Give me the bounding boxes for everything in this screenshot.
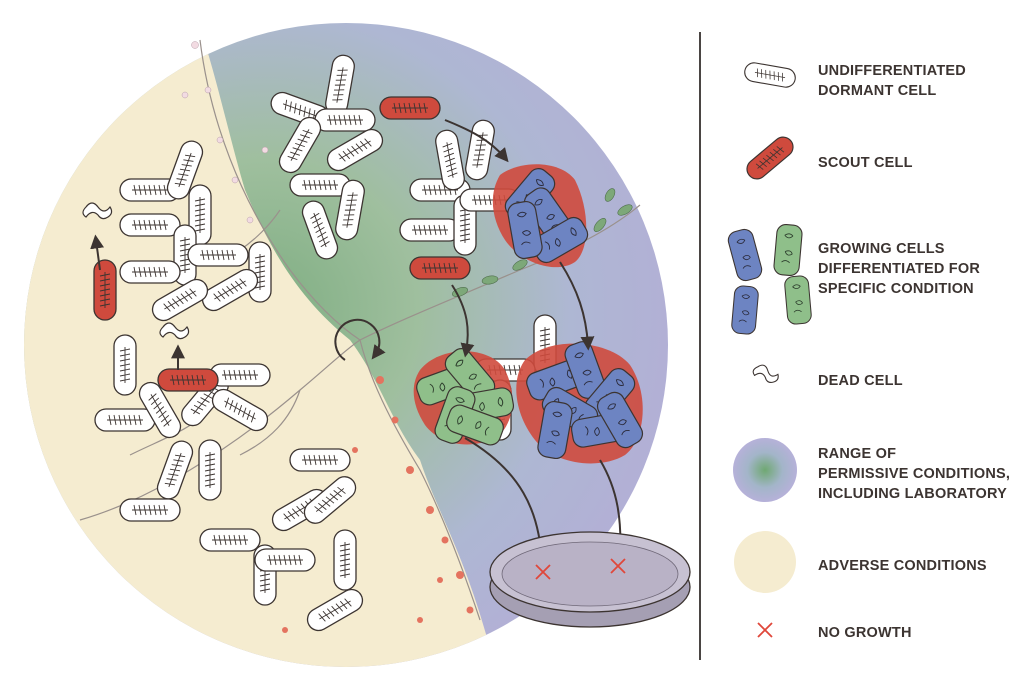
legend-label-nogrowth: NO GROWTH — [818, 625, 912, 641]
petri-dish — [489, 531, 691, 628]
blue-colony-large — [516, 338, 647, 464]
growing-cells-icon — [725, 223, 813, 336]
legend-label-permissive: RANGE OF PERMISSIVE CONDITIONS, INCLUDIN… — [818, 446, 1014, 502]
green-colony — [413, 343, 516, 449]
death-arrows — [90, 234, 185, 370]
blue-colony-small — [492, 163, 592, 268]
adverse-circle-icon — [734, 531, 796, 593]
dead-cell-icon — [750, 362, 782, 386]
legend-label-adverse: ADVERSE CONDITIONS — [818, 558, 987, 574]
legend-label-dead: DEAD CELL — [818, 373, 903, 389]
cycle-arrow — [334, 318, 386, 361]
scout-cell-icon — [742, 132, 798, 184]
x-mark-icon — [757, 622, 773, 638]
legend-label-growing: GROWING CELLS DIFFERENTIATED FOR SPECIFI… — [818, 241, 984, 297]
dormant-cell-icon — [742, 60, 798, 90]
permissive-gradient-icon — [733, 438, 797, 502]
growth-arrows — [444, 119, 628, 571]
legend-label-undifferentiated: UNDIFFERENTIATED DORMANT CELL — [818, 63, 970, 99]
legend-label-scout: SCOUT CELL — [818, 155, 913, 171]
